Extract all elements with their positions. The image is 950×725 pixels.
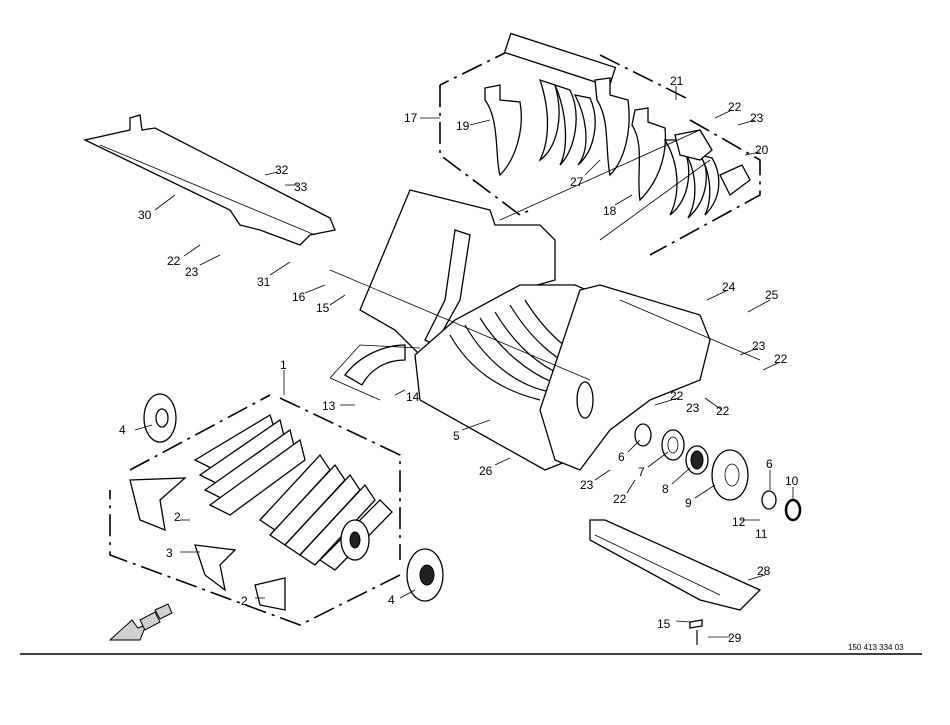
callout: 10 [785, 474, 799, 488]
callout: 4 [119, 423, 126, 437]
callout: 33 [294, 180, 308, 194]
travel-direction-arrow-icon [108, 603, 173, 641]
callout: 4 [388, 593, 395, 607]
callout: 26 [479, 464, 493, 478]
part-28-cover [589, 519, 762, 611]
callout: 30 [138, 208, 152, 222]
callout: 22 [774, 352, 788, 366]
leader-lines [134, 86, 794, 638]
callout: 6 [766, 457, 773, 471]
callout: 24 [722, 280, 736, 294]
callout: 22 [728, 100, 742, 114]
callout: 1 [280, 358, 287, 372]
side-plate-right [539, 284, 711, 471]
callout: 16 [292, 290, 306, 304]
callout: 12 [732, 515, 746, 529]
callout: 31 [257, 275, 271, 289]
part-group-1-rotor [109, 394, 401, 626]
callout: 8 [662, 482, 669, 496]
callout: 15 [657, 617, 671, 631]
callout: 22 [167, 254, 181, 268]
callout: 22 [613, 492, 627, 506]
callout: 3 [166, 546, 173, 560]
callout: 15 [316, 301, 330, 315]
callout: 2 [174, 510, 181, 524]
callout: 32 [275, 163, 289, 177]
callout: 13 [322, 399, 336, 413]
callout: 11 [755, 527, 768, 541]
callout: 27 [570, 175, 584, 189]
callout: 23 [580, 478, 594, 492]
callout: 7 [638, 465, 645, 479]
callout: 19 [456, 119, 470, 133]
callout: 23 [752, 339, 766, 353]
part-13-bracket [344, 344, 406, 386]
callout: 23 [750, 111, 764, 125]
bearing-hole [576, 381, 594, 419]
drawing-number: 150 413 334 03 [848, 643, 904, 652]
callout: 21 [670, 74, 684, 88]
callout: 22 [670, 389, 684, 403]
callout: 23 [185, 265, 199, 279]
callout: 5 [453, 429, 460, 443]
callout: 29 [728, 631, 742, 645]
part-30-shield [83, 114, 336, 246]
part-group-17-tine-assembly [439, 32, 761, 256]
callout: 9 [685, 496, 692, 510]
callout: 14 [406, 390, 420, 404]
bearing-assembly [634, 423, 802, 522]
callout: 18 [603, 204, 617, 218]
callout: 23 [686, 401, 700, 415]
callout: 25 [765, 288, 779, 302]
callouts: 1 2 3 4 4 5 6 7 8 9 6 10 11 12 13 14 15 … [119, 74, 799, 645]
callout: 20 [755, 143, 769, 157]
callout: 28 [757, 564, 771, 578]
callout: 2 [241, 594, 248, 608]
callout: 17 [404, 111, 418, 125]
callout: 22 [716, 404, 730, 418]
callout: 6 [618, 450, 625, 464]
